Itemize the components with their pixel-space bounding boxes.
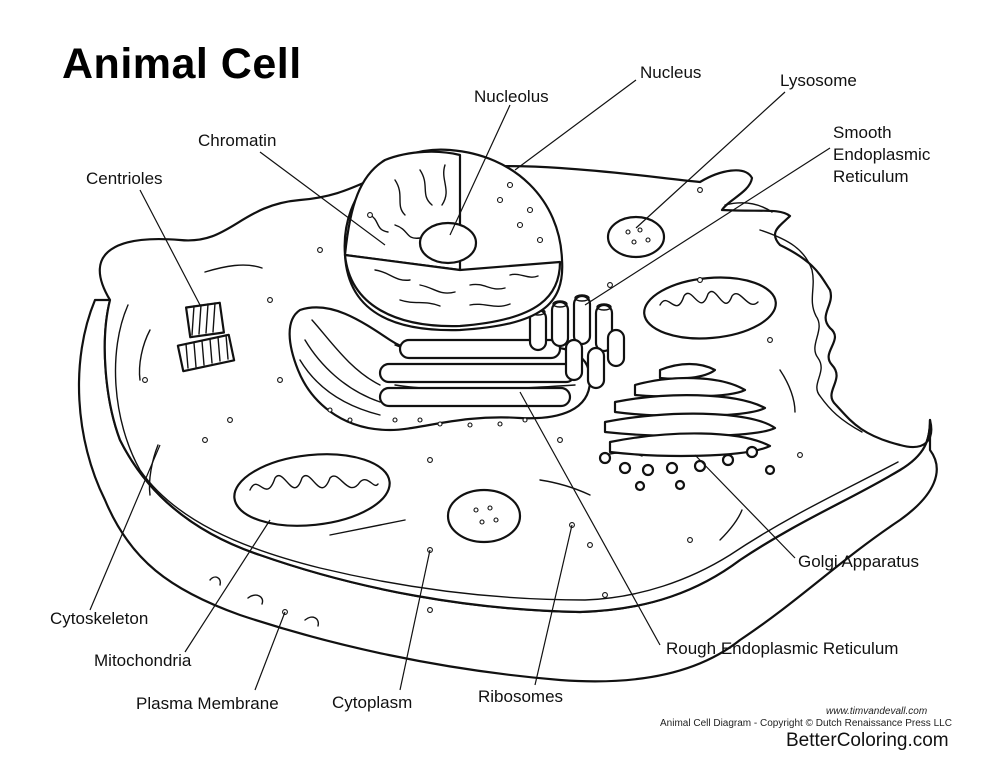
leader-lines <box>89 79 831 691</box>
rough-endoplasmic-reticulum <box>288 306 592 432</box>
label-golgi-apparatus: Golgi Apparatus <box>798 552 919 571</box>
label-smooth-er-line1: Smooth <box>833 123 892 142</box>
credit-watermark: BetterColoring.com <box>786 730 949 751</box>
credit-copyright: Animal Cell Diagram - Copyright © Dutch … <box>660 718 952 729</box>
label-plasma-membrane: Plasma Membrane <box>136 694 279 713</box>
label-nucleus: Nucleus <box>640 63 702 82</box>
label-smooth-er-line3: Reticulum <box>833 167 909 186</box>
credit-website: www.timvandevall.com <box>826 706 928 717</box>
label-mitochondria: Mitochondria <box>94 651 192 670</box>
label-cytoplasm: Cytoplasm <box>332 693 413 712</box>
label-rough-er: Rough Endoplasmic Reticulum <box>666 639 899 658</box>
label-cytoskeleton: Cytoskeleton <box>50 609 149 628</box>
diagram-title: Animal Cell <box>62 40 302 88</box>
lysosome-lower <box>446 488 522 544</box>
label-ribosomes: Ribosomes <box>478 687 564 706</box>
smooth-endoplasmic-reticulum <box>528 294 626 390</box>
label-chromatin: Chromatin <box>198 131 277 150</box>
mitochondrion-upper <box>643 276 777 340</box>
label-centrioles: Centrioles <box>86 169 163 188</box>
lysosome-upper <box>606 215 666 259</box>
ribosomes <box>142 187 803 615</box>
golgi-apparatus <box>598 362 777 492</box>
centrioles <box>176 301 236 373</box>
label-nucleolus: Nucleolus <box>474 87 549 106</box>
nucleus <box>343 148 564 332</box>
label-smooth-er-line2: Endoplasmic <box>833 145 931 164</box>
mitochondrion-lower <box>233 453 391 527</box>
label-lysosome: Lysosome <box>780 71 857 90</box>
